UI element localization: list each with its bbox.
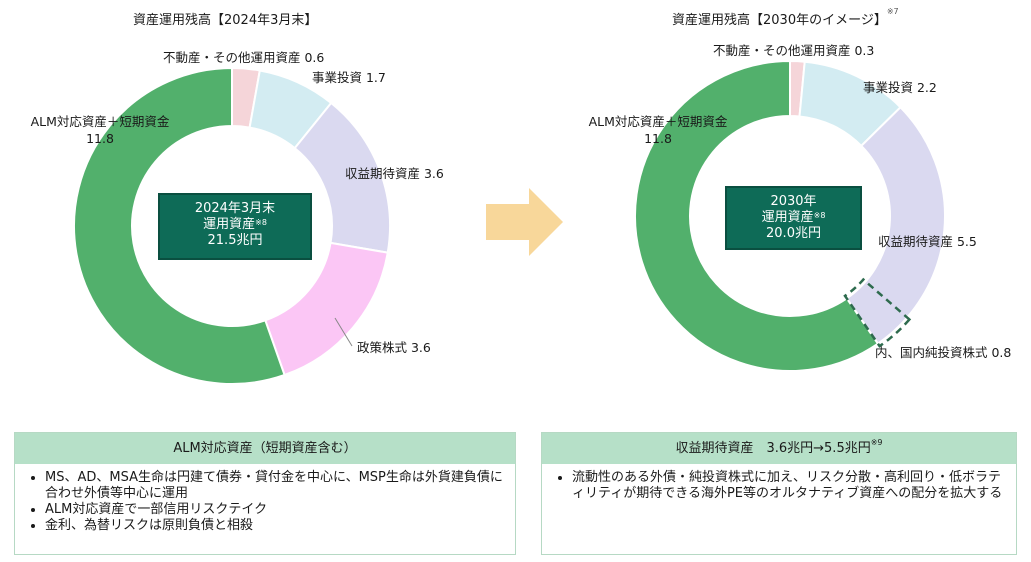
list-item: 流動性のある外債・純投資株式に加え、リスク分散・高利回り・低ボラティリティが期待… (572, 470, 1008, 502)
alm-panel: ALM対応資産（短期資産含む） MS、AD、MSA生命は円建て債券・貸付金を中心… (14, 432, 516, 555)
alm-panel-heading: ALM対応資産（短期資産含む） (15, 433, 515, 464)
list-item: ALM対応資産で一部信用リスクテイク (45, 502, 515, 518)
slice-label-business-investment: 事業投資 2.2 (863, 80, 937, 95)
left-chart-title: 資産運用残高【2024年3月末】 (133, 13, 318, 28)
slice-label-real-estate: 不動産・その他運用資産 0.6 (163, 50, 324, 65)
slice-value-alm: 11.8 (644, 131, 672, 146)
right-center-total: 20.0兆円 (766, 226, 821, 241)
slice-label-alm: ALM対応資産＋短期資金 (589, 114, 728, 129)
donut-slice (845, 105, 946, 346)
slice-label-policy-stocks: 政策株式 3.6 (357, 340, 431, 355)
donut-slice (264, 241, 389, 377)
yield-panel: 収益期待資産 3.6兆円→5.5兆円※9 流動性のある外債・純投資株式に加え、リ… (541, 432, 1017, 555)
left-donut-chart (73, 66, 391, 385)
left-center-box: 2024年3月末 運用資産※8 21.5兆円 (158, 193, 312, 260)
charts-canvas: 不動産・その他運用資産 0.6 事業投資 1.7 収益期待資産 3.6 政策株式 3.… (31, 43, 1011, 385)
alm-bullet-list: MS、AD、MSA生命は円建て債券・貸付金を中心に、MSP生命は外貨建負債に合わ… (15, 470, 515, 534)
right-center-box: 2030年 運用資産※8 20.0兆円 (725, 186, 862, 250)
donut-slice (634, 59, 880, 372)
left-center-total: 21.5兆円 (207, 233, 263, 248)
list-item: MS、AD、MSA生命は円建て債券・貸付金を中心に、MSP生命は外貨建負債に合わ… (45, 470, 515, 502)
domestic-equity-dashed-outline (843, 277, 912, 348)
yield-bullet-list: 流動性のある外債・純投資株式に加え、リスク分散・高利回り・低ボラティリティが期待… (542, 470, 1016, 502)
right-chart-title: 資産運用残高【2030年のイメージ】※7 (672, 7, 899, 28)
right-center-label: 運用資産※8 (761, 210, 826, 225)
slice-value-alm: 11.8 (86, 131, 114, 146)
policy-stock-leader-line (334, 317, 353, 347)
slice-label-yield-assets: 収益期待資産 3.6 (345, 166, 444, 181)
slice-label-alm: ALM対応資産＋短期資金 (31, 114, 170, 129)
left-center-date: 2024年3月末 (194, 201, 276, 216)
yield-panel-heading: 収益期待資産 3.6兆円→5.5兆円※9 (542, 433, 1016, 464)
left-center-label: 運用資産※8 (203, 217, 267, 232)
slice-label-real-estate: 不動産・その他運用資産 0.3 (713, 43, 874, 58)
list-item: 金利、為替リスクは原則負債と相殺 (45, 518, 515, 534)
donut-slice (73, 66, 286, 385)
right-arrow-icon (486, 188, 563, 256)
slice-label-business-investment: 事業投資 1.7 (312, 70, 386, 85)
right-donut-chart (634, 59, 946, 372)
right-center-date: 2030年 (770, 194, 817, 209)
slice-label-yield-assets: 収益期待資産 5.5 (878, 234, 977, 249)
annotation-label-domestic-equity: 内、国内純投資株式 0.8 (875, 345, 1011, 360)
